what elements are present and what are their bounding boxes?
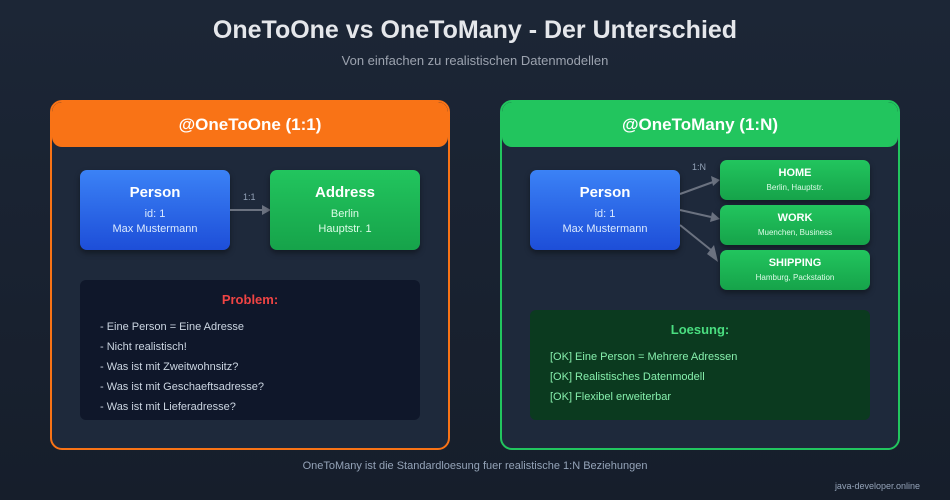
address-street: Hauptstr. 1 [318, 222, 372, 235]
entity-fullname: Max Mustermann [562, 222, 648, 235]
list-item: - Was ist mit Geschaeftsadresse? [100, 381, 265, 393]
address-home-box: HOME Berlin, Hauptstr. [720, 160, 870, 200]
address-type: WORK [777, 212, 813, 224]
address-work-box: WORK Muenchen, Business [720, 205, 870, 245]
person-entity-box: Person id: 1 Max Mustermann [80, 170, 230, 250]
brand-watermark: java-developer.online [834, 481, 920, 491]
list-item: - Eine Person = Eine Adresse [100, 321, 244, 333]
person-entity-box: Person id: 1 Max Mustermann [530, 170, 680, 250]
onetomany-header: @OneToMany (1:N) [502, 102, 898, 147]
relation-label: 1:N [692, 162, 707, 172]
problem-title: Problem: [221, 292, 279, 307]
entity-name: Person [129, 183, 181, 201]
list-item: [OK] Eine Person = Mehrere Adressen [550, 351, 738, 363]
page-subtitle: Von einfachen zu realistischen Datenmode… [341, 53, 609, 68]
address-type: SHIPPING [768, 257, 822, 269]
list-item: [OK] Realistisches Datenmodell [550, 371, 705, 383]
entity-fullname: Max Mustermann [112, 222, 198, 235]
footer-note: OneToMany ist die Standardloesung fuer r… [302, 460, 648, 472]
list-item: - Was ist mit Lieferadresse? [100, 401, 236, 413]
entity-name: Address [314, 183, 376, 201]
page-title: OneToOne vs OneToMany - Der Unterschied [212, 16, 738, 44]
address-type: HOME [778, 167, 812, 179]
relation-label: 1:1 [243, 192, 256, 202]
list-item: - Nicht realistisch! [100, 341, 187, 353]
problem-box: Problem: - Eine Person = Eine Adresse - … [80, 280, 420, 420]
solution-box: Loesung: [OK] Eine Person = Mehrere Adre… [530, 310, 870, 420]
relation-arrow [230, 205, 271, 215]
address-detail: Berlin, Hauptstr. [766, 183, 824, 192]
entity-id: id: 1 [594, 207, 616, 220]
entity-id: id: 1 [144, 207, 166, 220]
entity-name: Person [579, 183, 631, 201]
address-detail: Muenchen, Business [757, 228, 833, 237]
list-item: [OK] Flexibel erweiterbar [550, 391, 672, 403]
onetoone-header: @OneToOne (1:1) [52, 102, 448, 147]
relation-arrows [679, 176, 720, 262]
address-shipping-box: SHIPPING Hamburg, Packstation [720, 250, 870, 290]
address-city: Berlin [330, 207, 360, 220]
address-detail: Hamburg, Packstation [755, 273, 835, 282]
list-item: - Was ist mit Zweitwohnsitz? [100, 361, 239, 373]
solution-title: Loesung: [670, 322, 730, 337]
